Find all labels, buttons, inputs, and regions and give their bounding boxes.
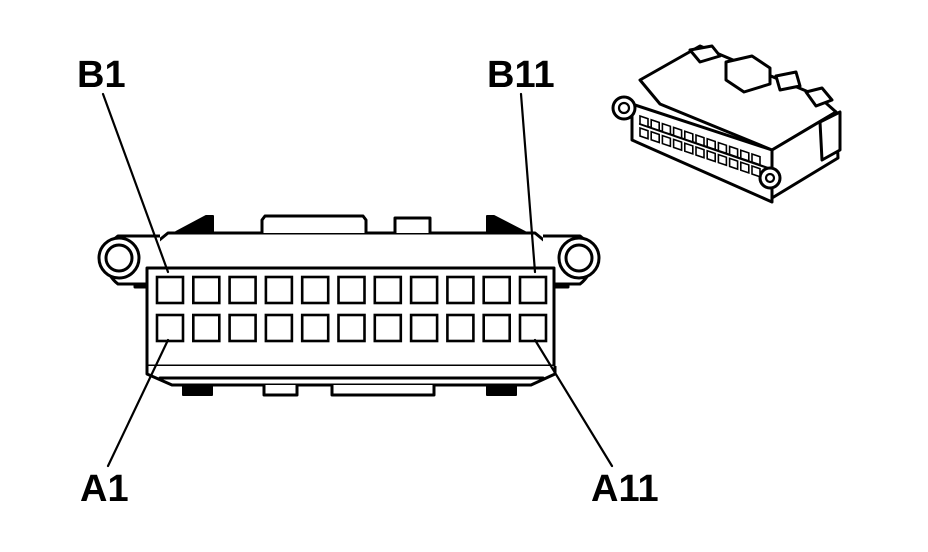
iso-pin-cavity-a9 — [728, 157, 739, 171]
isometric-pin-cavities — [639, 114, 761, 178]
iso-pin-cavity-b5 — [684, 130, 694, 144]
pin-cavity-b9 — [446, 275, 475, 305]
connector-face-view — [97, 214, 601, 397]
pin-cavity-a2 — [192, 313, 221, 343]
lower-housing-rail — [145, 366, 557, 387]
pin-cavity-b8 — [409, 275, 439, 305]
leader-b11 — [519, 92, 537, 274]
pin-cavity-b2 — [192, 275, 221, 305]
label-b1: B1 — [77, 54, 126, 96]
pin-cavity-a6 — [337, 313, 366, 343]
pin-cavity-a5 — [300, 313, 330, 343]
pin-cavity-b3 — [228, 275, 257, 305]
pin-cavity-a3 — [228, 313, 257, 343]
iso-pin-cavity-a1 — [639, 126, 649, 140]
iso-pin-cavity-b1 — [639, 114, 649, 128]
iso-pin-cavity-a10 — [740, 161, 750, 175]
label-a1: A1 — [80, 468, 129, 510]
iso-pin-cavity-a5 — [684, 142, 694, 156]
iso-pin-cavity-a4 — [672, 138, 683, 152]
pin-cavity-a11 — [518, 313, 548, 343]
iso-pin-cavity-a3 — [661, 134, 672, 148]
leader-a11 — [533, 338, 614, 468]
label-b11: B11 — [487, 54, 555, 96]
iso-pin-cavity-a7 — [706, 149, 716, 163]
leader-lines — [101, 92, 614, 468]
iso-pin-cavity-b2 — [650, 118, 660, 132]
iso-pin-cavity-a6 — [695, 145, 705, 159]
pin-cavity-b1 — [155, 275, 185, 305]
pin-cavity-b6 — [337, 275, 366, 305]
iso-pin-cavity-b8 — [717, 141, 728, 155]
leader-a1 — [106, 338, 170, 468]
iso-pin-cavity-b9 — [728, 145, 739, 159]
pin-cavity-a10 — [482, 313, 512, 343]
iso-pin-cavity-a2 — [650, 130, 660, 144]
iso-pin-cavity-b10 — [740, 149, 750, 163]
label-a11: A11 — [591, 468, 659, 510]
leader-b1 — [101, 92, 170, 274]
pin-cavity-a8 — [409, 313, 439, 343]
iso-pin-cavity-b3 — [661, 122, 672, 136]
pin-cavity-b10 — [482, 275, 512, 305]
bottom-latch-tabs — [182, 384, 517, 397]
pin-cavity-a1 — [155, 313, 185, 343]
iso-pin-cavity-a11 — [751, 164, 761, 178]
pin-cavity-a9 — [446, 313, 475, 343]
iso-pin-cavity-b6 — [695, 133, 705, 147]
pin-cavity-b5 — [300, 275, 330, 305]
connector-isometric-view — [611, 44, 842, 204]
pin-cavity-a4 — [264, 313, 294, 343]
pin-cavity-a7 — [373, 313, 403, 343]
pin-cavity-b4 — [264, 275, 294, 305]
iso-pin-cavity-a8 — [717, 153, 728, 167]
iso-pin-cavity-b11 — [751, 152, 761, 166]
pin-cavity-b7 — [373, 275, 403, 305]
top-latch-tabs — [175, 214, 526, 233]
iso-pin-cavity-b7 — [706, 137, 716, 151]
iso-pin-cavity-b4 — [672, 126, 683, 140]
pin-cavity-b11 — [518, 275, 548, 305]
pin-cavity-grid — [155, 275, 548, 343]
